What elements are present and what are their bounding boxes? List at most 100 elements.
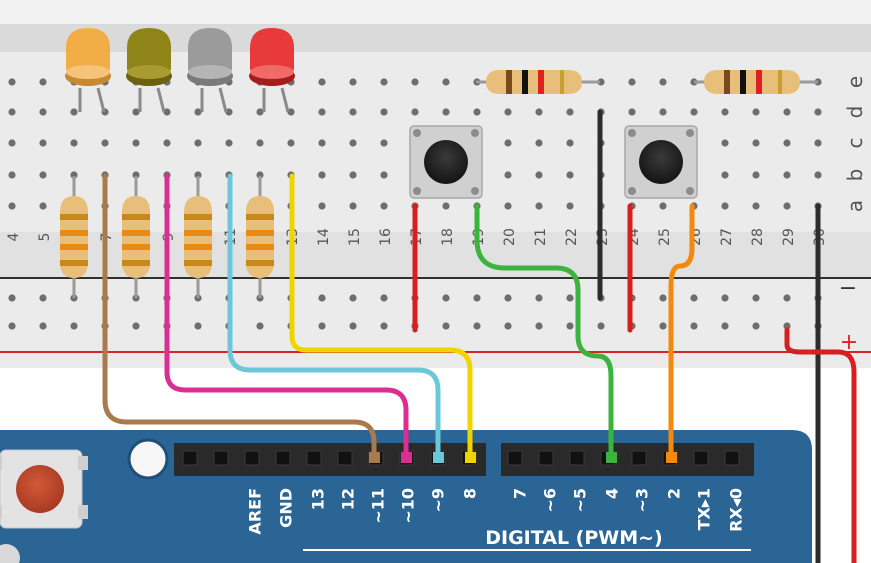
breadboard-hole: [783, 108, 791, 116]
breadboard-hole: [566, 202, 574, 210]
breadboard-hole: [8, 322, 16, 330]
breadboard-hole: [194, 108, 202, 116]
breadboard-hole: [504, 171, 512, 179]
column-number-label: 18: [440, 228, 456, 246]
breadboard-hole: [39, 322, 47, 330]
breadboard-hole: [721, 171, 729, 179]
breadboard-hole: [473, 108, 481, 116]
breadboard-hole: [380, 171, 388, 179]
breadboard-hole: [132, 108, 140, 116]
pin-label: TX▸1: [695, 488, 714, 530]
wire-magenta[interactable]: [164, 173, 409, 461]
breadboard-hole: [318, 322, 326, 330]
breadboard-hole: [473, 294, 481, 302]
breadboard-hole: [349, 108, 357, 116]
breadboard-hole: [8, 78, 16, 86]
breadboard-hole: [690, 322, 698, 330]
wire-brown[interactable]: [102, 173, 377, 461]
column-number-label: 25: [657, 228, 673, 246]
breadboard-hole: [535, 171, 543, 179]
header-pin: [306, 450, 322, 466]
led-gray[interactable]: [187, 28, 233, 113]
breadboard-hole: [8, 202, 16, 210]
column-number-label: 4: [6, 232, 22, 241]
header-pin: [693, 450, 709, 466]
breadboard-hole: [256, 139, 264, 147]
row-letter-label: e: [843, 76, 867, 88]
header-pin: [724, 450, 740, 466]
breadboard-hole: [318, 78, 326, 86]
pin-label: 12: [339, 488, 358, 510]
header-pin: [337, 450, 353, 466]
column-number-label: 22: [564, 228, 580, 246]
breadboard-hole: [163, 139, 171, 147]
wire-red-power[interactable]: [784, 327, 857, 563]
push-button-1[interactable]: [409, 125, 483, 199]
header-pin: [538, 450, 554, 466]
breadboard-hole: [39, 108, 47, 116]
led-red[interactable]: [249, 28, 295, 113]
row-letter-label: d: [843, 106, 867, 119]
breadboard-hole: [566, 171, 574, 179]
breadboard-hole: [504, 322, 512, 330]
header-pin: [244, 450, 260, 466]
breadboard-hole: [70, 108, 78, 116]
breadboard-hole: [442, 294, 450, 302]
resistor-3: [184, 176, 212, 298]
pin-label: 4: [603, 488, 622, 499]
led-olive[interactable]: [126, 28, 172, 113]
breadboard-hole: [597, 322, 605, 330]
mounting-hole: [127, 438, 169, 480]
breadboard-hole: [535, 294, 543, 302]
breadboard-hole: [256, 171, 264, 179]
breadboard-hole: [39, 294, 47, 302]
breadboard-hole: [814, 171, 822, 179]
breadboard-hole: [659, 108, 667, 116]
breadboard-hole: [349, 202, 357, 210]
breadboard-hole: [566, 322, 574, 330]
header-pin: [213, 450, 229, 466]
led-orange[interactable]: [65, 28, 111, 113]
breadboard-hole: [318, 108, 326, 116]
breadboard-hole: [287, 108, 295, 116]
pin-label: GND: [277, 488, 296, 528]
pin-label: ~5: [571, 488, 590, 513]
wire-orange[interactable]: [668, 203, 695, 461]
pin-label: 8: [461, 488, 480, 499]
breadboard-hole: [659, 78, 667, 86]
wire-cyan[interactable]: [227, 173, 441, 461]
resistor-6: [694, 70, 818, 94]
breadboard-hole: [132, 139, 140, 147]
breadboard-hole: [380, 78, 388, 86]
column-number-label: 15: [347, 228, 363, 246]
breadboard-hole: [163, 108, 171, 116]
breadboard-hole: [566, 139, 574, 147]
breadboard-hole: [8, 171, 16, 179]
rail-plus-label: +: [840, 330, 858, 355]
pin-label: ~11: [369, 488, 388, 524]
breadboard-hole: [442, 202, 450, 210]
breadboard-hole: [132, 171, 140, 179]
row-letter-label: a: [843, 200, 867, 212]
breadboard-hole: [783, 294, 791, 302]
wire-green[interactable]: [474, 203, 614, 461]
breadboard-hole: [132, 322, 140, 330]
row-letter-label: b: [843, 169, 867, 182]
breadboard-hole: [752, 108, 760, 116]
breadboard-hole: [783, 202, 791, 210]
reset-button[interactable]: [0, 449, 88, 529]
column-number-label: 20: [502, 228, 518, 246]
header-pin: [631, 450, 647, 466]
breadboard-hole: [318, 171, 326, 179]
column-number-label: 29: [781, 228, 797, 246]
pin-label: AREF: [246, 488, 265, 535]
breadboard-hole: [721, 139, 729, 147]
breadboard-hole: [349, 322, 357, 330]
breadboard-hole: [721, 202, 729, 210]
push-button-2[interactable]: [624, 125, 698, 199]
digital-header-label: DIGITAL (PWM~): [485, 527, 663, 549]
breadboard-hole: [349, 78, 357, 86]
wire-yellow[interactable]: [289, 173, 473, 461]
breadboard-hole: [752, 322, 760, 330]
breadboard-hole: [70, 322, 78, 330]
